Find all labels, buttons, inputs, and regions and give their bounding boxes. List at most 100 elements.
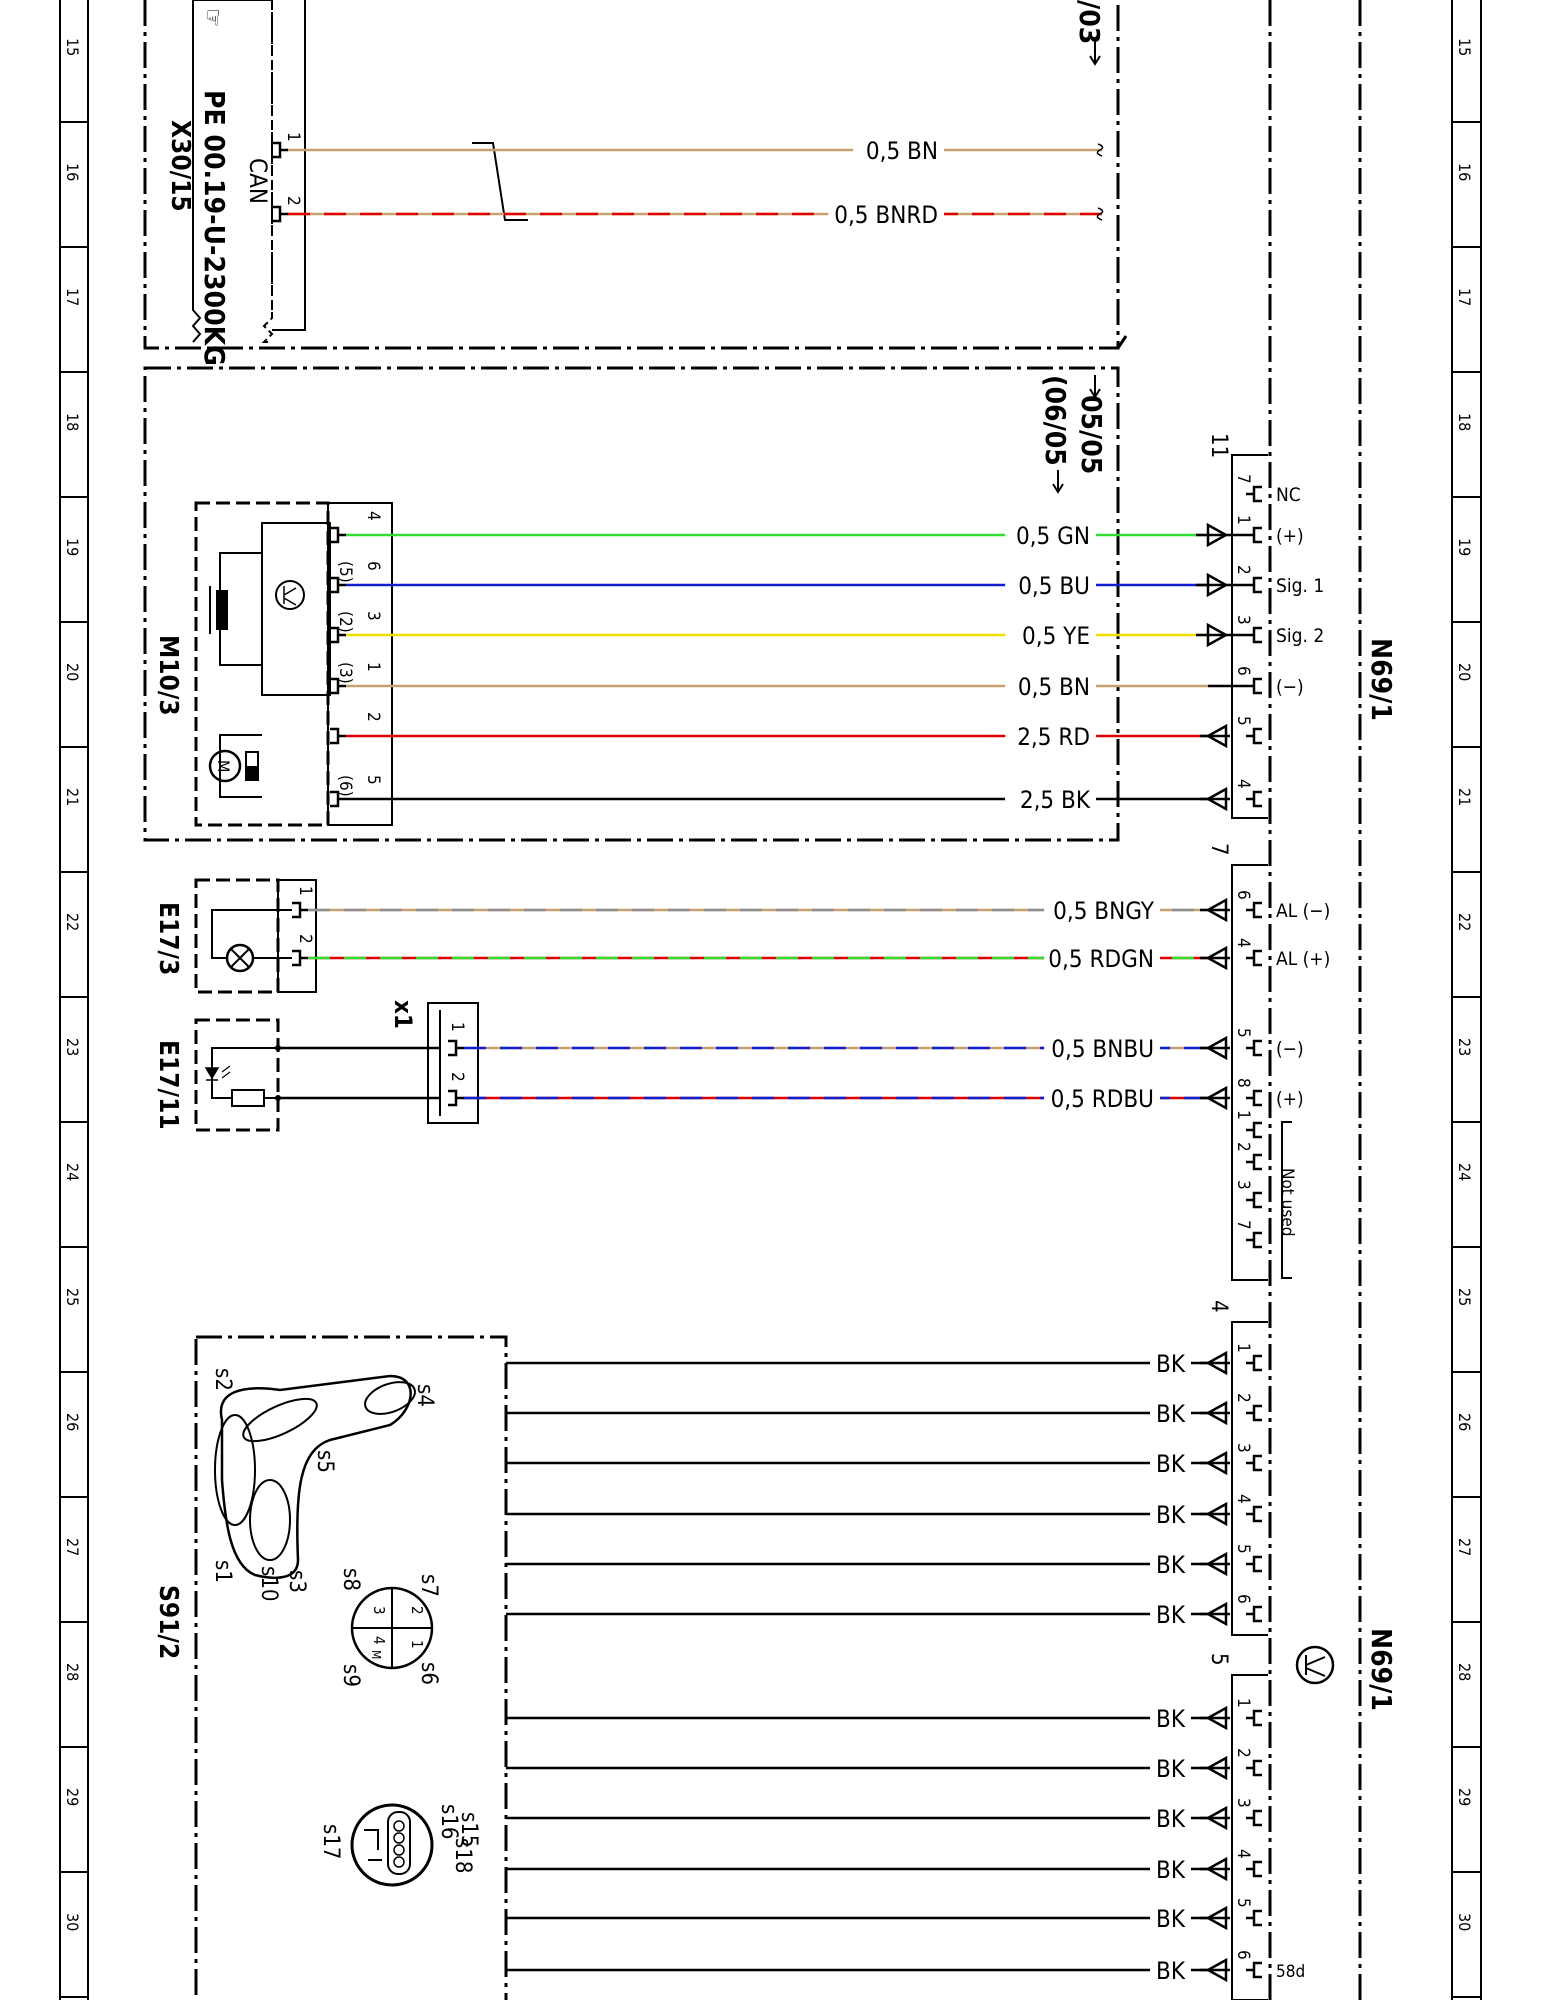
n69-conn5-pin <box>1246 1709 1262 1727</box>
grid-number-left: 29 <box>63 1788 82 1806</box>
e17-3-pins: 12 <box>292 886 315 967</box>
grid-number-right: 30 <box>1455 1913 1474 1931</box>
s91-switch-label: s5 <box>312 1450 337 1473</box>
n69-conn11-pin-number: 1 <box>1233 515 1253 525</box>
e17-3-pin-number: 1 <box>295 886 315 896</box>
grid-number-left: 17 <box>63 288 82 306</box>
e17-3-box: E17/3 <box>153 878 317 994</box>
n69-label-lower: N69/1 <box>1365 1628 1398 1711</box>
n69-conn7-pin-number: 3 <box>1233 1180 1253 1190</box>
e17-3-wire-label-bg <box>1044 896 1160 924</box>
not-used-bracket <box>1281 1121 1292 1279</box>
n69-function-label: Sig. 2 <box>1276 625 1324 647</box>
s91-dial-number: 2 <box>408 1606 426 1615</box>
n69-conn5-pin <box>1246 1961 1262 1979</box>
s91-switch-label: s6 <box>416 1662 441 1685</box>
resistor-icon <box>231 1089 265 1107</box>
s91-wire-label-bg <box>1150 1956 1191 1984</box>
s91-wire-label: BK <box>1156 1551 1186 1579</box>
grid-number-left: 19 <box>63 538 82 556</box>
n69-conn7-pin <box>1246 1121 1262 1139</box>
grid-number-left: 21 <box>63 788 82 806</box>
n69-conn7-pin-number: 8 <box>1233 1078 1253 1088</box>
n69-function-label: (−) <box>1276 1038 1304 1060</box>
n69-conn4-pin-number: 3 <box>1233 1443 1253 1453</box>
s91-switch-label: s4 <box>412 1384 437 1407</box>
e17-3-label: E17/3 <box>153 902 183 975</box>
s91-dial-number: 4 <box>370 1636 388 1645</box>
grid-number-left: 16 <box>63 163 82 181</box>
n69-conn11-pin-number: 5 <box>1233 716 1253 726</box>
twisted-pair-mark <box>472 142 528 221</box>
grid-number-left: 30 <box>63 1913 82 1931</box>
n69-conn4-pin-number: 1 <box>1233 1343 1253 1353</box>
m10-wire-label: 0,5 YE <box>1022 622 1090 650</box>
m10-wire-label: 2,5 BK <box>1020 786 1091 814</box>
e17-11-pin-number: 2 <box>447 1072 467 1082</box>
s91-wire-label: BK <box>1156 1501 1186 1529</box>
m10-wire-label: 2,5 RD <box>1017 723 1090 751</box>
s91-wire-label: BK <box>1156 1905 1186 1933</box>
n69-conn7-pin <box>1246 1039 1262 1057</box>
x30-pin-number: 1 <box>283 132 303 142</box>
s91-wire-label-bg <box>1150 1855 1191 1883</box>
grid-number-left: 26 <box>63 1413 82 1431</box>
x30-wire-label: 0,5 BN <box>866 137 938 165</box>
magnet-icon <box>216 590 228 630</box>
x1-connector <box>427 1002 479 1124</box>
s91-wire-label: BK <box>1156 1705 1186 1733</box>
n69-connector-4-id: 4 <box>1206 1300 1231 1313</box>
m10-wire-label-bg <box>1005 672 1096 700</box>
s91-wire-label: BK <box>1156 1957 1186 1985</box>
n69-function-label: AL (−) <box>1276 900 1330 922</box>
n69-connector-4 <box>1231 1321 1268 1636</box>
m10-ref-2: (06/05 <box>1039 375 1072 466</box>
n69-connector-5 <box>1231 1674 1268 2000</box>
grid-number-left: 20 <box>63 663 82 681</box>
grid-number-left: 27 <box>63 1538 82 1556</box>
svg-text:M: M <box>214 760 233 772</box>
grid-number-right: 23 <box>1455 1038 1474 1056</box>
s91-wire-label-bg <box>1150 1754 1191 1782</box>
hall-sensor <box>261 522 331 696</box>
n69-connector-11 <box>1231 454 1268 819</box>
grid-number-right: 16 <box>1455 163 1474 181</box>
n69-conn5-pin-number: 1 <box>1233 1698 1253 1708</box>
x30-pins: 12 <box>272 132 303 223</box>
n69-conn11-pin <box>1246 727 1262 745</box>
grid-number-right: 28 <box>1455 1663 1474 1681</box>
n69-connector-7-id: 7 <box>1206 843 1231 856</box>
x30-wire-label-bg <box>853 136 944 164</box>
s91-switch-label: s1 <box>210 1560 235 1583</box>
s91-wire-label: BK <box>1156 1450 1186 1478</box>
n69-conn11-pin <box>1246 526 1262 544</box>
x30-can-label: CAN <box>244 158 272 204</box>
wire-break-mark <box>1096 207 1104 221</box>
n69-conn5-pin-number: 6 <box>1233 1950 1253 1960</box>
m10-wires: 0,5 GN0,5 BU0,5 YE0,5 BN2,5 RD2,5 BK <box>346 521 1246 814</box>
n69-function-label: (−) <box>1276 676 1304 698</box>
m10-pin-outer: 2 <box>363 712 383 722</box>
s91-switch-label: s3 <box>284 1570 309 1593</box>
s91-wire-label-bg <box>1150 1704 1191 1732</box>
n69-function-label: Sig. 1 <box>1276 575 1324 597</box>
s91-switch-label: s10 <box>256 1566 281 1602</box>
n69-conn7-pin <box>1246 901 1262 919</box>
n69-conn4-pin-number: 2 <box>1233 1393 1253 1403</box>
n69-conn11-pin-number: 2 <box>1233 565 1253 575</box>
n69-conn5-pin-number: 4 <box>1233 1849 1253 1859</box>
s91-wire-label-bg <box>1150 1449 1191 1477</box>
grid-numbers: 1516171819202122232425262728293015161718… <box>63 38 1474 1931</box>
s91-dial-number: 3 <box>370 1606 388 1615</box>
s91-wire-label-bg <box>1150 1804 1191 1832</box>
s91-switch-label: s18 <box>450 1838 475 1874</box>
m10-pin-outer: 6 <box>363 561 383 571</box>
e17-11-box: x1 E17/11 <box>153 1000 479 1132</box>
